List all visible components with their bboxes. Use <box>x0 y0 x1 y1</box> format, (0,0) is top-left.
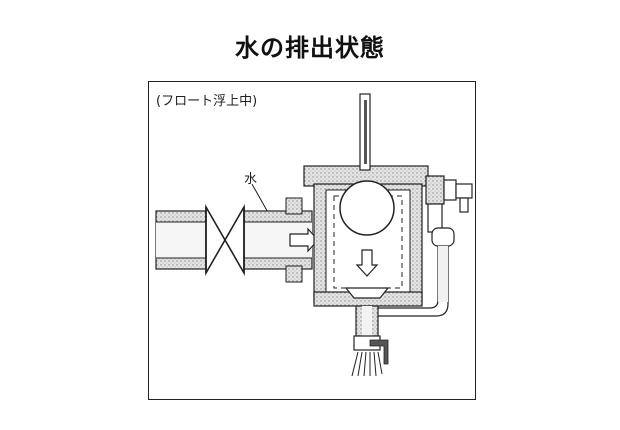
water-label: 水 <box>244 172 258 187</box>
bypass-fittings <box>425 175 473 247</box>
gate-valve-symbol <box>205 204 245 276</box>
inlet-pipe <box>155 210 313 270</box>
float-ball <box>339 180 395 236</box>
drain-flow-arrow <box>355 249 379 277</box>
drain-spray <box>351 351 383 377</box>
drain-outlet <box>344 287 390 365</box>
inlet-flow-arrow <box>289 227 319 253</box>
inlet-fitting-top <box>285 197 303 215</box>
bypass-pipe-fill <box>438 246 448 302</box>
inlet-fitting-bottom <box>285 265 303 283</box>
diagram-frame <box>148 81 476 400</box>
state-caption: (フロート浮上中) <box>156 94 258 109</box>
bypass-pipe-inner <box>378 246 449 317</box>
diagram-title: 水の排出状態 <box>235 34 385 62</box>
float-indicator-rod <box>359 93 371 171</box>
